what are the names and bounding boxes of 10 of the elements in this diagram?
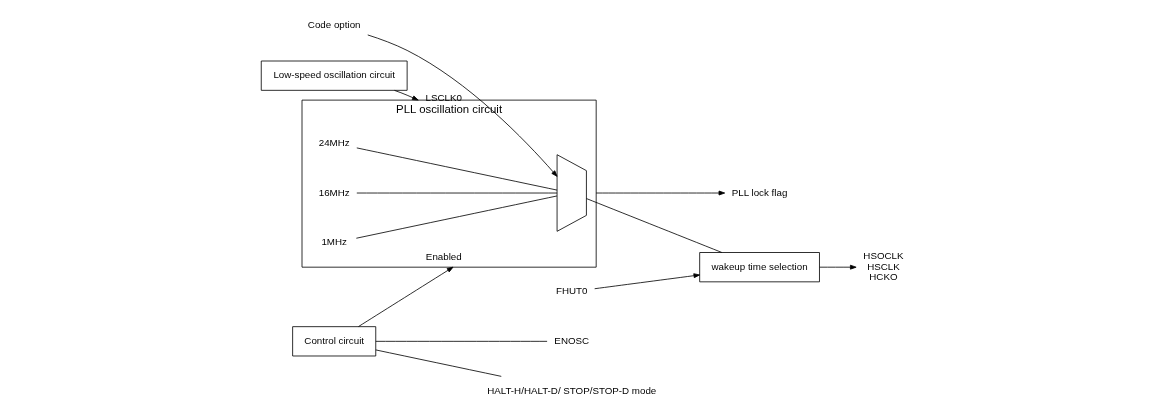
node-text: HSOCLK HSCLK HCKO — [862, 250, 904, 283]
node-text: 24MHz — [318, 136, 350, 148]
node-text: PLL lock flag — [731, 186, 787, 198]
edge-label: Enabled — [425, 251, 462, 263]
node-text: 1MHz — [320, 236, 347, 248]
node-text: Code option — [307, 19, 361, 31]
node-text: ENOSC — [553, 334, 589, 346]
node-text: HALT-H/HALT-D/ STOP/STOP-D mode — [486, 384, 656, 396]
node-text: 16MHz — [318, 186, 350, 198]
node-text: FHUT0 — [555, 285, 587, 297]
